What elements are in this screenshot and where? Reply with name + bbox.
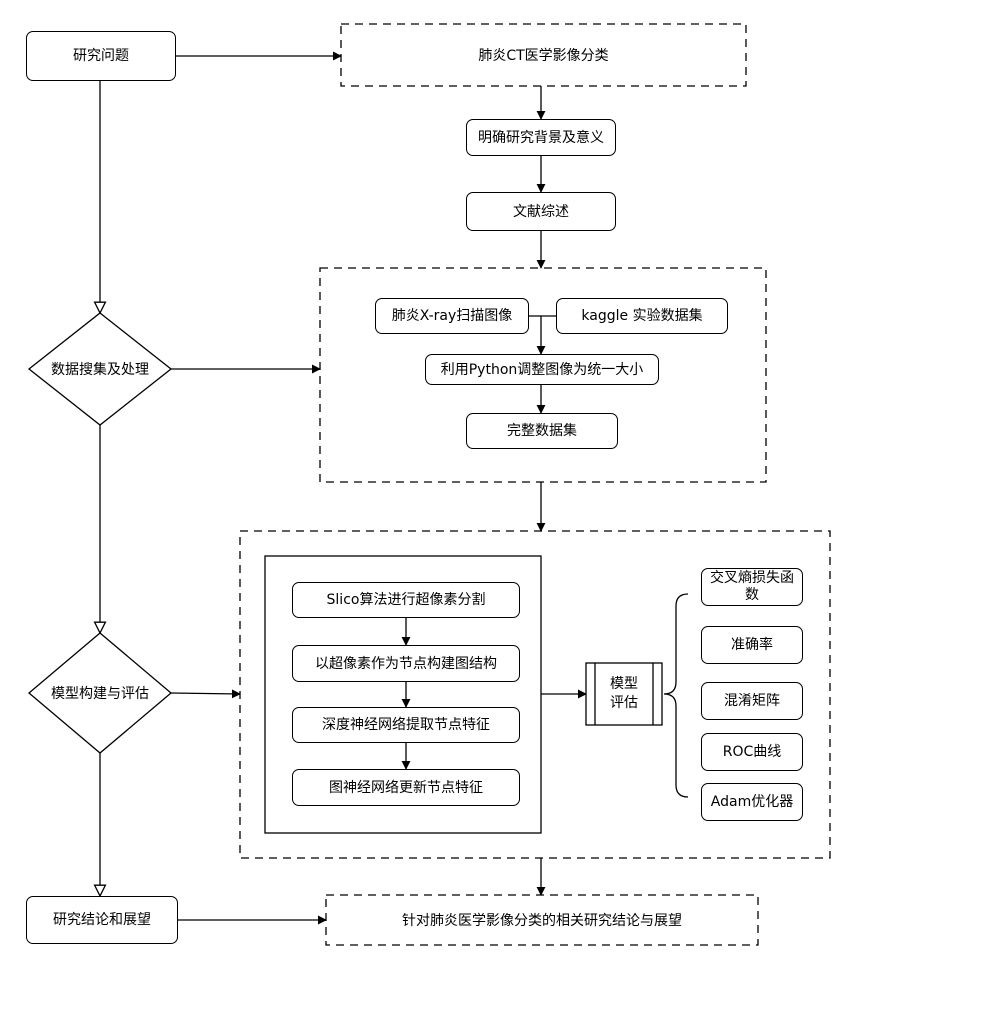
kaggle-label: kaggle 实验数据集 (581, 308, 703, 324)
metric-box: 混淆矩阵 (701, 682, 803, 720)
conclusion-label: 研究结论和展望 (53, 912, 151, 928)
edge-model-to-section (170, 689, 241, 699)
model-step-box: 以超像素作为节点构建图结构 (292, 645, 520, 682)
metrics-brace (663, 593, 689, 798)
literature-label: 文献综述 (513, 203, 569, 220)
evaluation-label: 模型 评估 (610, 676, 638, 711)
full-dataset-label: 完整数据集 (507, 423, 577, 439)
metric-box: Adam优化器 (701, 783, 803, 821)
model-step-box: 图神经网络更新节点特征 (292, 769, 520, 806)
evaluation-box (585, 662, 663, 726)
metric-label: ROC曲线 (722, 744, 782, 760)
model-step-box: 深度神经网络提取节点特征 (292, 707, 520, 743)
full-dataset-box: 完整数据集 (466, 413, 618, 449)
data-collection-label: 数据搜集及处理 (51, 362, 149, 378)
conclusion-box: 研究结论和展望 (26, 896, 178, 944)
metric-box: ROC曲线 (701, 733, 803, 771)
xray-box: 肺炎X-ray扫描图像 (375, 298, 529, 334)
metric-label: 准确率 (731, 637, 773, 653)
model-step-label: 图神经网络更新节点特征 (329, 779, 483, 796)
research-question-label: 研究问题 (73, 48, 129, 64)
resize-label: 利用Python调整图像为统一大小 (440, 361, 644, 378)
metric-label: 混淆矩阵 (724, 693, 780, 709)
research-question-box: 研究问题 (26, 31, 176, 81)
literature-box: 文献综述 (466, 192, 616, 231)
background-box: 明确研究背景及意义 (466, 119, 616, 156)
model-build-label: 模型构建与评估 (51, 686, 149, 702)
model-step-label: 深度神经网络提取节点特征 (322, 717, 490, 733)
model-step-box: Slico算法进行超像素分割 (292, 582, 520, 618)
background-label: 明确研究背景及意义 (478, 129, 604, 146)
kaggle-box: kaggle 实验数据集 (556, 298, 728, 334)
topic-label: 肺炎CT医学影像分类 (478, 48, 609, 64)
metric-label: Adam优化器 (710, 794, 794, 810)
conclusion-detail-label: 针对肺炎医学影像分类的相关研究结论与展望 (402, 913, 682, 929)
metric-label: 交叉熵损失函数 (710, 570, 794, 603)
metric-box: 准确率 (701, 626, 803, 664)
data-section-dashed-box (319, 267, 767, 483)
model-step-label: Slico算法进行超像素分割 (326, 592, 486, 608)
resize-box: 利用Python调整图像为统一大小 (425, 354, 659, 385)
model-step-label: 以超像素作为节点构建图结构 (315, 655, 497, 672)
metric-box: 交叉熵损失函数 (701, 568, 803, 606)
xray-label: 肺炎X-ray扫描图像 (391, 308, 513, 324)
